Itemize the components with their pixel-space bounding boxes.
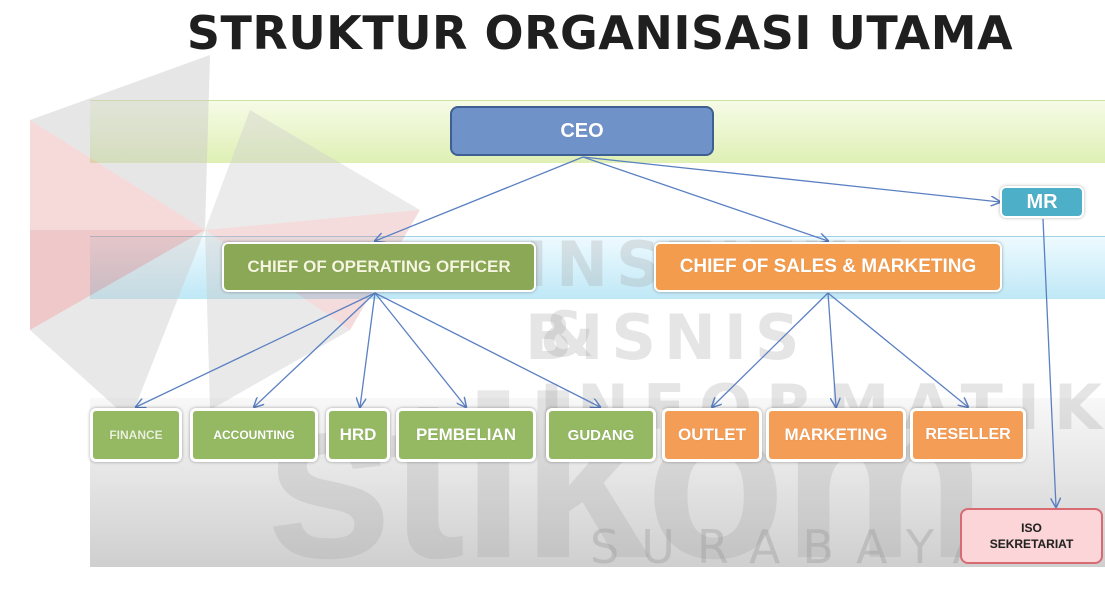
marketing-node: MARKETING — [766, 408, 906, 462]
connector-ceo-mr — [582, 156, 1000, 202]
connector-cos-marketing — [827, 292, 836, 407]
connector-coo-hrd — [360, 292, 376, 407]
diagram-title: STRUKTUR ORGANISASI UTAMA — [186, 6, 1014, 60]
connector-ceo-coo — [375, 156, 584, 241]
outlet-node: OUTLET — [662, 408, 762, 462]
iso-label: ISO — [1021, 520, 1042, 535]
mr-node: MR — [1000, 186, 1084, 218]
connector-coo-gudang — [374, 292, 600, 407]
connector-mr-iso — [1042, 218, 1056, 507]
connector-cos-outlet — [712, 292, 829, 407]
connector-cos-reseller — [827, 292, 968, 407]
reseller-node: RESELLER — [910, 408, 1026, 462]
chief-operating-officer-node: CHIEF OF OPERATING OFFICER — [222, 242, 536, 292]
iso-sekretariat-node: ISO SEKRETARIAT — [960, 508, 1103, 564]
accounting-node: ACCOUNTING — [190, 408, 318, 462]
pembelian-node: PEMBELIAN — [396, 408, 536, 462]
finance-node: FINANCE — [90, 408, 182, 462]
sekretariat-label: SEKRETARIAT — [989, 537, 1074, 551]
connector-coo-pembelian — [374, 292, 466, 407]
connector-coo-accounting — [254, 292, 376, 407]
gudang-node: GUDANG — [546, 408, 656, 462]
hrd-node: HRD — [326, 408, 390, 462]
connector-ceo-cos — [582, 156, 828, 241]
connector-lines — [0, 156, 1105, 567]
chief-sales-marketing-node: CHIEF OF SALES & MARKETING — [654, 242, 1002, 292]
connector-coo-finance — [136, 292, 376, 407]
ceo-node: CEO — [450, 106, 714, 156]
